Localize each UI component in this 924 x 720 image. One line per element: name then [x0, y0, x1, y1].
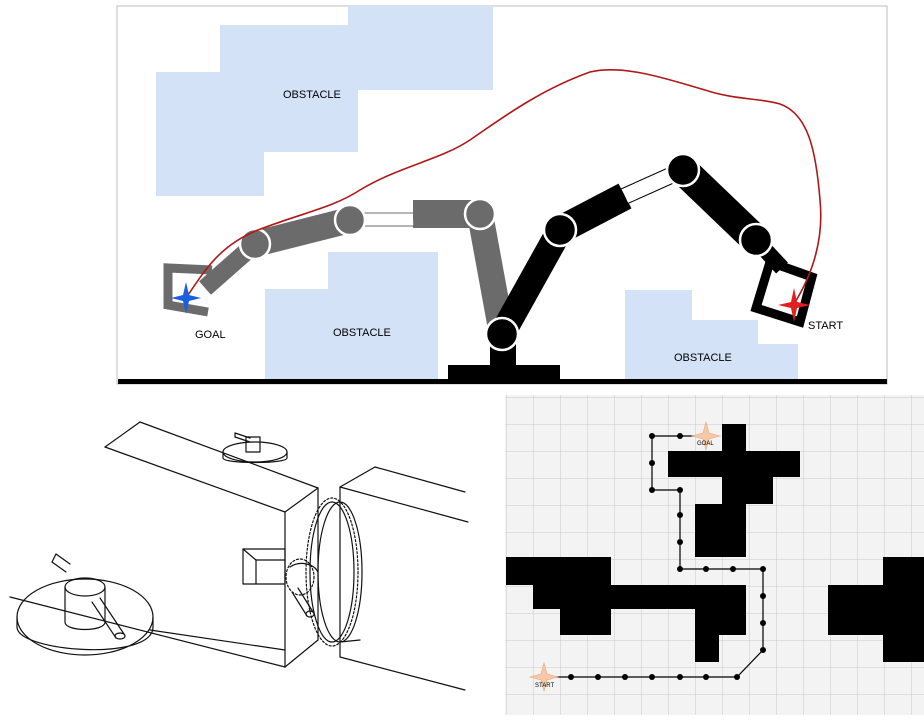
- top-knob: [223, 433, 287, 463]
- grid-goal-label: GOAL: [697, 441, 714, 447]
- arm-planning-panel: OBSTACLE OBSTACLE OBSTACLE: [0, 0, 924, 392]
- gear-disc: [306, 498, 362, 646]
- grid-start-label: START: [535, 683, 554, 689]
- mechanism-panel: [0, 392, 500, 715]
- beam-window: [243, 549, 285, 584]
- mechanism-line-drawing: [0, 392, 500, 715]
- obstacle-label-top: OBSTACLE: [283, 89, 341, 101]
- right-beam: [340, 467, 468, 690]
- start-label: START: [808, 320, 843, 332]
- arm-base: [448, 365, 560, 381]
- goal-label: GOAL: [195, 329, 226, 341]
- grid-planning-diagram: START GOAL: [505, 395, 924, 715]
- grid-planning-panel: START GOAL: [505, 395, 924, 715]
- arm-planning-diagram: OBSTACLE OBSTACLE OBSTACLE: [0, 0, 924, 392]
- obstacle-label-right: OBSTACLE: [674, 352, 732, 364]
- left-beam: [10, 422, 318, 667]
- obstacle-label-middle: OBSTACLE: [333, 327, 391, 339]
